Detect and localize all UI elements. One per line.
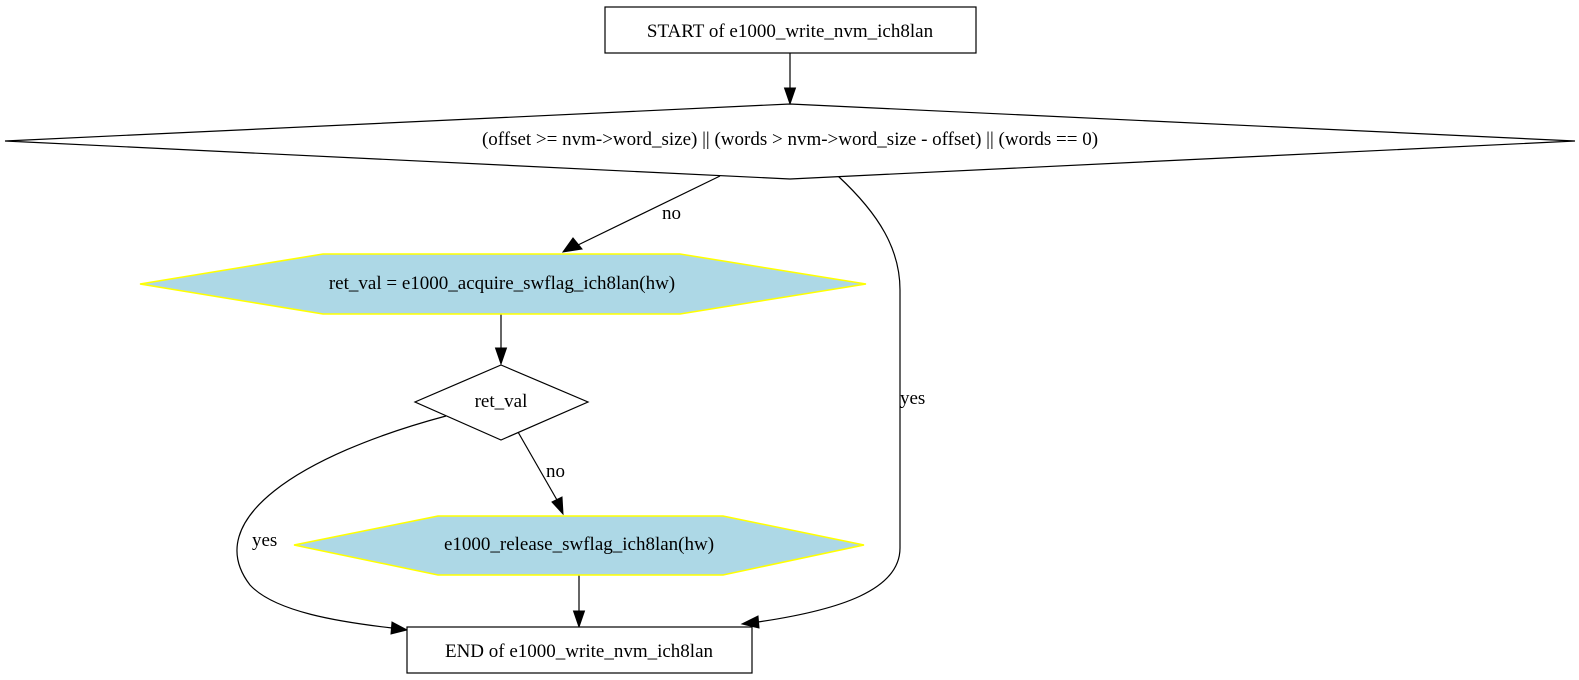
node-check-params[interactable]: (offset >= nvm->word_size) || (words > n… [4,103,1576,180]
edge-retval-no: no [517,431,565,516]
node-end[interactable]: END of e1000_write_nvm_ich8lan [406,626,753,674]
edge-start-to-check [783,53,797,106]
edge-label-check-yes: yes [900,388,925,409]
node-end-label: END of e1000_write_nvm_ich8lan [445,641,714,662]
node-acquire-label: ret_val = e1000_acquire_swflag_ich8lan(h… [329,273,675,294]
edge-release-to-end [572,575,586,629]
edge-check-yes: yes [740,175,925,629]
node-release[interactable]: e1000_release_swflag_ich8lan(hw) [293,515,865,576]
node-release-shape [293,515,865,576]
node-ret-val-check[interactable]: ret_val [413,364,590,441]
node-check-params-label: (offset >= nvm->word_size) || (words > n… [482,129,1098,150]
node-release-label: e1000_release_swflag_ich8lan(hw) [444,534,714,555]
node-start-label: START of e1000_write_nvm_ich8lan [647,21,934,42]
node-ret-val-check-label: ret_val [475,391,528,412]
edge-label-retval-no: no [546,461,565,482]
node-start[interactable]: START of e1000_write_nvm_ich8lan [604,6,977,54]
node-acquire-shape [139,253,867,315]
edge-label-check-no: no [662,203,681,224]
edge-label-retval-yes: yes [252,530,277,551]
edge-check-no: no [561,175,721,253]
edge-retval-yes: yes [236,415,447,635]
edge-acquire-to-retval [494,314,508,366]
node-acquire[interactable]: ret_val = e1000_acquire_swflag_ich8lan(h… [139,253,867,315]
